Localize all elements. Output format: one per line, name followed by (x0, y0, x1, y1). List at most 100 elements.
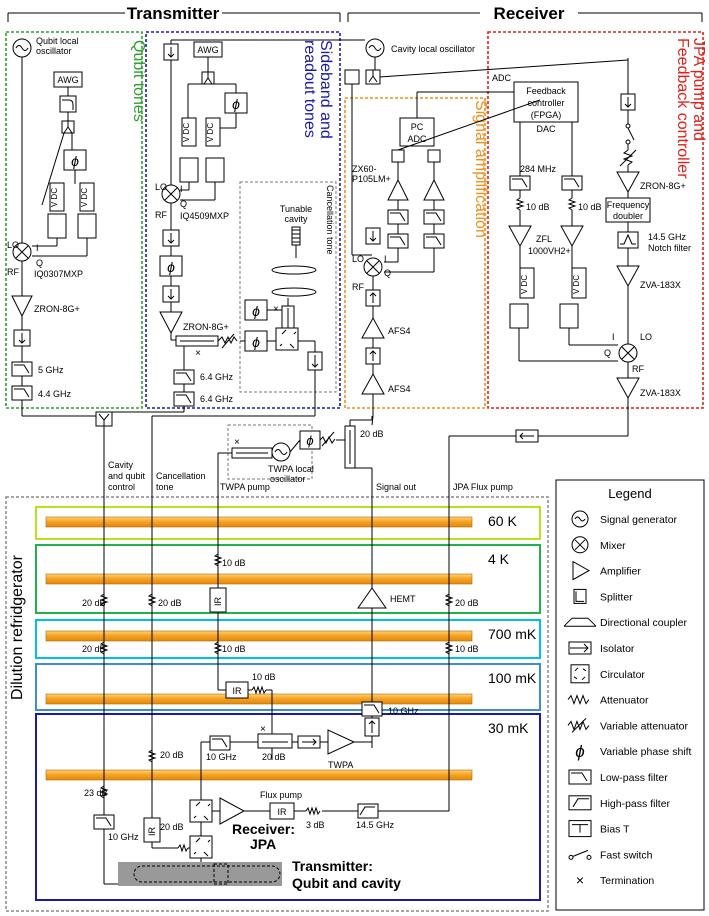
stage-box (35, 544, 541, 614)
amplifier-icon (616, 265, 640, 288)
signal-amp-title: Signal amplification (472, 100, 489, 238)
svg-text:PC: PC (411, 122, 424, 132)
stage-plate (45, 693, 473, 705)
svg-text:P105LM+: P105LM+ (352, 174, 391, 184)
svg-text:10 dB: 10 dB (222, 558, 246, 568)
circulator-icon (275, 327, 299, 351)
svg-text:ZX60-: ZX60- (352, 164, 377, 174)
svg-text:23 dB: 23 dB (84, 788, 108, 798)
transmitter-qubit-label-2: Qubit and cavity (292, 875, 401, 891)
svg-text:20 dB: 20 dB (82, 598, 106, 608)
svg-text:ADC: ADC (407, 134, 427, 144)
pc-adc-box (399, 117, 435, 147)
svg-text:I: I (384, 254, 387, 264)
svg-text:ZFL: ZFL (536, 234, 552, 244)
transmitter-qubit-label-1: Transmitter: (292, 858, 373, 874)
svg-text:20 dB: 20 dB (455, 598, 479, 608)
svg-text:Q: Q (384, 268, 391, 278)
legend-item: Isolator (568, 641, 635, 655)
svg-text:4.4 GHz: 4.4 GHz (38, 389, 72, 399)
svg-text:10 GHz: 10 GHz (388, 706, 419, 716)
qubit-lo-label-2: oscillator (36, 46, 72, 56)
svg-text:20 dB: 20 dB (82, 644, 106, 654)
receiver-header: Receiver (494, 4, 565, 23)
high-pass-filter-icon (357, 803, 379, 819)
svg-text:V DC: V DC (520, 275, 529, 294)
svg-text:JPA Flux pump: JPA Flux pump (453, 482, 513, 492)
svg-text:LO: LO (352, 254, 364, 264)
legend-item: Mixer (571, 536, 626, 554)
frequency-doubler-box (605, 197, 651, 223)
stage-box (35, 619, 541, 659)
legend-item: Circulator (570, 664, 645, 684)
svg-text:284 MHz: 284 MHz (520, 164, 557, 174)
stage-box (35, 506, 541, 540)
svg-text:ZRON-8G+: ZRON-8G+ (183, 322, 229, 332)
signal-generator-icon (571, 510, 589, 528)
svg-text:TWPA: TWPA (328, 760, 353, 770)
dac-label: DAC (536, 124, 556, 134)
svg-text:TWPA pump: TWPA pump (220, 482, 270, 492)
svg-text:LO: LO (155, 182, 167, 192)
low-pass-filter-icon (11, 361, 33, 377)
fast-switch-icon (625, 123, 631, 129)
twpa-amplifier-icon (327, 729, 356, 755)
svg-text:ϕ: ϕ (252, 334, 260, 350)
svg-text:V DC: V DC (206, 123, 215, 142)
jpa-title-line1: JPA pump and (690, 38, 707, 141)
svg-text:10 GHz: 10 GHz (108, 832, 139, 842)
variable-phase-shift-icon: ϕ (575, 742, 584, 761)
svg-text:×: × (576, 872, 584, 888)
circulator-icon (189, 835, 213, 859)
directional-coupler-icon (563, 617, 597, 627)
svg-text:IR: IR (147, 826, 157, 836)
legend-label: Termination (600, 875, 654, 887)
svg-text:10 dB: 10 dB (455, 644, 479, 654)
svg-text:ϕ: ϕ (71, 153, 79, 169)
svg-text:14.5 GHz: 14.5 GHz (356, 820, 395, 830)
stage-label: 60 K (488, 513, 517, 529)
svg-text:×: × (234, 437, 240, 448)
svg-text:3 dB: 3 dB (306, 820, 325, 830)
svg-text:1000VH2+: 1000VH2+ (528, 246, 571, 256)
svg-text:oscillator: oscillator (270, 474, 306, 484)
legend-item: Attenuator (567, 694, 649, 707)
svg-text:controller: controller (527, 98, 564, 108)
dilution-fridge-box (5, 496, 549, 912)
amplifier-icon (423, 178, 445, 201)
svg-text:IR: IR (213, 596, 223, 606)
stage-plate (45, 573, 473, 585)
svg-text:IR: IR (233, 686, 243, 696)
svg-text:LO: LO (640, 332, 652, 342)
dilution-title: Dilution refridgerator (9, 554, 26, 700)
stage-box (35, 663, 541, 711)
svg-text:Q: Q (180, 199, 187, 209)
sideband-section (145, 31, 341, 409)
svg-text:Q: Q (36, 258, 43, 268)
circulator-icon (570, 664, 590, 684)
transmitter-header: Transmitter (127, 4, 220, 23)
legend-label: Variable phase shift (600, 746, 692, 758)
low-pass-filter-icon (568, 769, 592, 785)
svg-text:(FPGA): (FPGA) (531, 110, 562, 120)
legend-label: Fast switch (600, 849, 653, 861)
legend-item: High-pass filter (568, 795, 671, 811)
svg-text:IR: IR (278, 807, 288, 817)
bias-t-icon (568, 820, 592, 838)
adc-label: ADC (492, 73, 512, 83)
legend-label: Isolator (600, 643, 635, 655)
sideband-title-line1: Sideband and (317, 40, 334, 139)
svg-text:RF: RF (352, 282, 364, 292)
receiver-jpa-label-1: Receiver: (232, 821, 295, 837)
svg-text:HEMT: HEMT (390, 594, 416, 604)
amplifier-icon (361, 372, 385, 395)
legend-label: Signal generator (600, 514, 678, 526)
stage-label: 30 mK (488, 720, 529, 736)
bias-t-icon (205, 157, 225, 183)
svg-text:×: × (195, 348, 201, 359)
bias-t-icon (47, 213, 67, 239)
legend-item: Variable attenuator (567, 718, 688, 733)
termination-icon: × (576, 872, 584, 888)
svg-text:Signal out: Signal out (376, 482, 417, 492)
